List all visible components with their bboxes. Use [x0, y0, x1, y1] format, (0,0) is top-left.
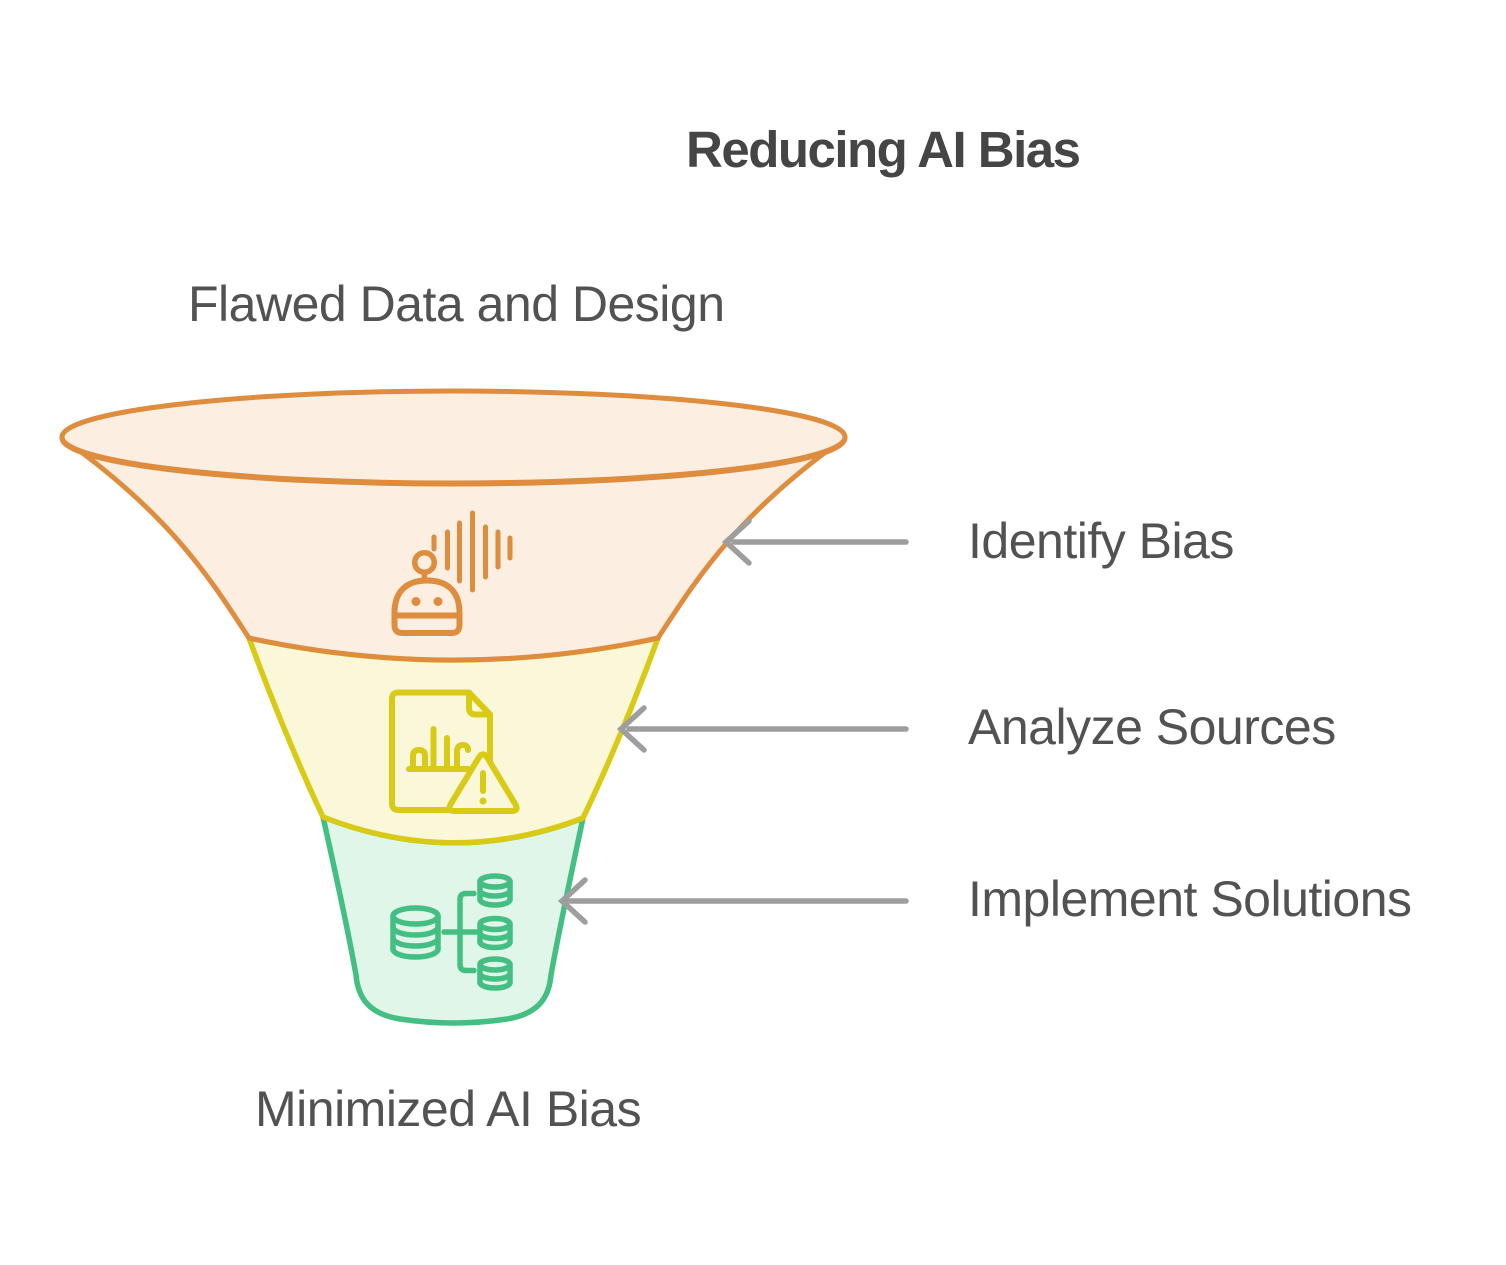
stage-label-identify-bias: Identify Bias: [968, 513, 1234, 569]
document-warning-icon: [389, 689, 520, 814]
funnel-rim-ellipse: [59, 388, 848, 486]
funnel-input-label: Flawed Data and Design: [188, 276, 725, 332]
page-title: Reducing AI Bias: [686, 121, 1081, 178]
arrow-identify-bias: [721, 518, 909, 566]
funnel-stage-implement-solutions: [320, 814, 586, 1026]
arrow-analyze-sources: [616, 705, 909, 753]
robot-voice-icon: [391, 510, 513, 636]
arrow-implement-solutions: [557, 877, 909, 925]
database-shard-icon: [390, 873, 513, 991]
stage-label-implement-solutions: Implement Solutions: [968, 871, 1412, 927]
stage-label-analyze-sources: Analyze Sources: [968, 699, 1336, 755]
funnel-output-label: Minimized AI Bias: [255, 1081, 642, 1137]
